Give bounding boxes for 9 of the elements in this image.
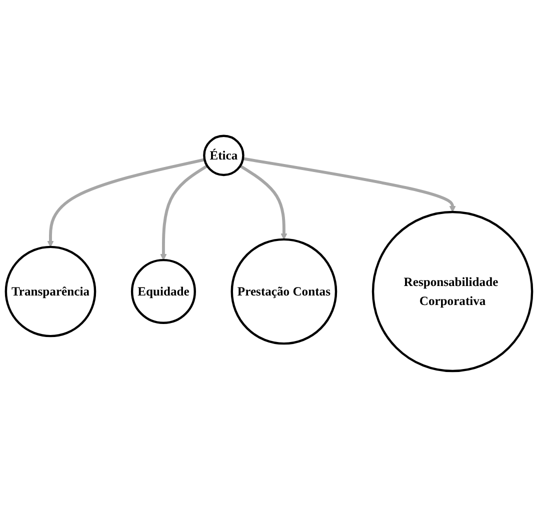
arrow [242,156,456,212]
node-circle: Equidade [130,258,196,324]
node-circle: Responsabilidade Corporativa [372,210,534,372]
node-circle: Transparência [4,245,96,337]
arrow [239,164,288,240]
node-circle: Prestação Contas [230,238,338,344]
arrow [160,164,208,260]
node-circle: Ética [203,134,244,176]
arrow [47,158,205,247]
